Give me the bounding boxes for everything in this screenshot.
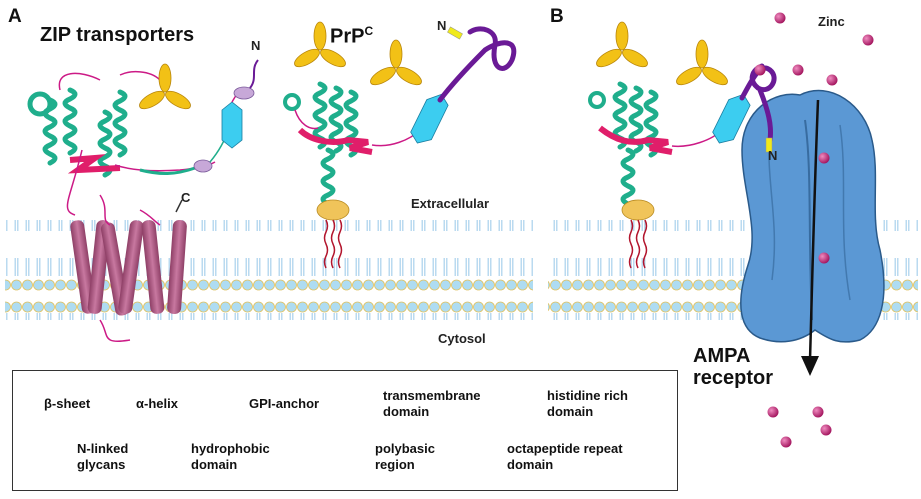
legend-octapeptide: octapeptide repeat domain [507, 441, 623, 472]
legend-transmembrane: transmembrane domain [383, 388, 481, 419]
legend-hydrophobic: hydrophobic domain [191, 441, 270, 472]
zip-n-terminus: N [251, 38, 261, 53]
zinc-flow-arrow [801, 99, 820, 376]
panel-a-letter: A [8, 6, 22, 27]
ampa-label-line1: AMPA [693, 345, 751, 367]
zip-title: ZIP transporters [40, 24, 195, 46]
panel-b [548, 12, 918, 448]
zinc-label: Zinc [818, 14, 845, 29]
panel-b-letter: B [550, 6, 564, 27]
legend-beta-sheet: β-sheet [44, 396, 91, 411]
legend-glycans: N-linked glycans [77, 441, 129, 472]
legend: β-sheet α-helix GPI-anchor transmembrane… [12, 370, 678, 491]
panel-a [5, 21, 533, 342]
prp-structure-b [588, 21, 777, 269]
prp-title: PrPC [330, 24, 373, 49]
legend-gpi-anchor: GPI-anchor [249, 396, 320, 411]
ampa-receptor-shape [740, 89, 885, 343]
prp-structure [283, 21, 517, 269]
zip-c-terminus: C [181, 190, 191, 205]
prp-title-text: PrP [330, 25, 365, 48]
legend-alpha-helix: α-helix [136, 396, 178, 411]
legend-histidine: histidine rich domain [547, 388, 628, 419]
legend-polybasic: polybasic region [375, 441, 435, 472]
prp-title-sup: C [364, 24, 374, 38]
prp-b-n-terminus: N [768, 148, 778, 163]
zip-extracellular-structure [27, 59, 259, 342]
prp-n-terminus: N [437, 18, 447, 33]
ampa-label-line2: receptor [693, 367, 774, 389]
extracellular-label: Extracellular [411, 196, 490, 211]
cytosol-label: Cytosol [438, 331, 486, 346]
ampa-label: AMPA receptor [693, 345, 773, 389]
zip-transmembrane-domains [70, 199, 187, 316]
zinc-ions [754, 12, 874, 448]
